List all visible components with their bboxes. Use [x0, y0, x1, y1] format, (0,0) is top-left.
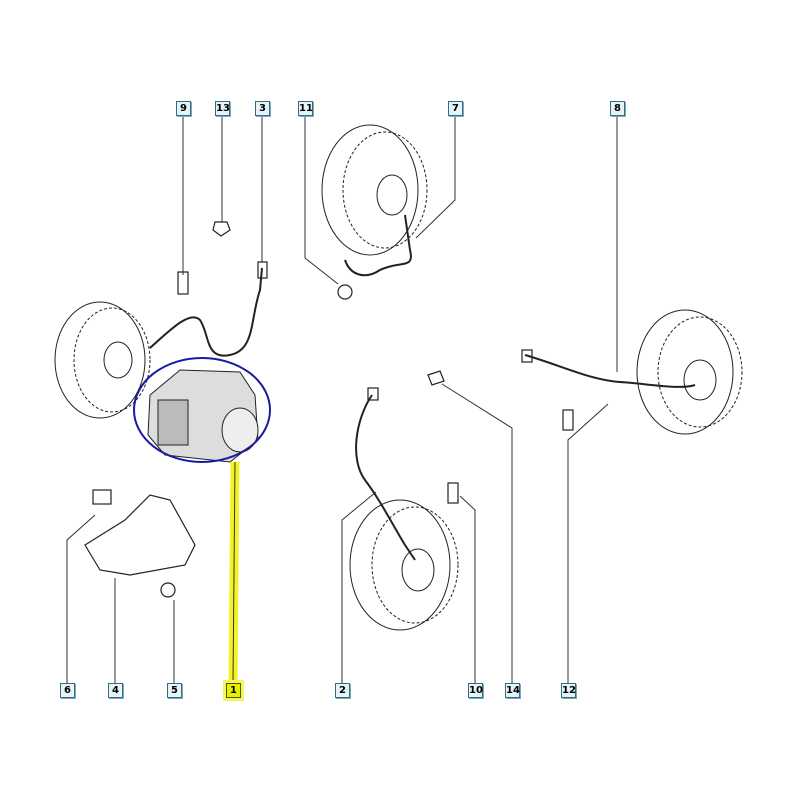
callout-3: 3 [255, 101, 270, 116]
callout-14: 14 [505, 683, 520, 698]
abs-hydraulic-unit [133, 357, 271, 463]
abs-unit-highlight-outline [133, 357, 271, 463]
callout-9: 9 [176, 101, 191, 116]
callout-5: 5 [167, 683, 182, 698]
callout-10: 10 [468, 683, 483, 698]
callout-6: 6 [60, 683, 75, 698]
callout-2: 2 [335, 683, 350, 698]
callout-12: 12 [561, 683, 576, 698]
sensor-cables [149, 214, 696, 561]
callout-1-highlighted: 1 [226, 683, 241, 698]
wheel-bottom [349, 499, 459, 631]
callout-8: 8 [610, 101, 625, 116]
wheel-right [636, 309, 743, 435]
wheel-left [54, 301, 151, 419]
small-parts [84, 221, 574, 598]
callout-11: 11 [298, 101, 313, 116]
wheel-top [321, 124, 428, 256]
callout-13: 13 [215, 101, 230, 116]
callout-4: 4 [108, 683, 123, 698]
callout-7: 7 [448, 101, 463, 116]
leader-lines [66, 116, 618, 683]
